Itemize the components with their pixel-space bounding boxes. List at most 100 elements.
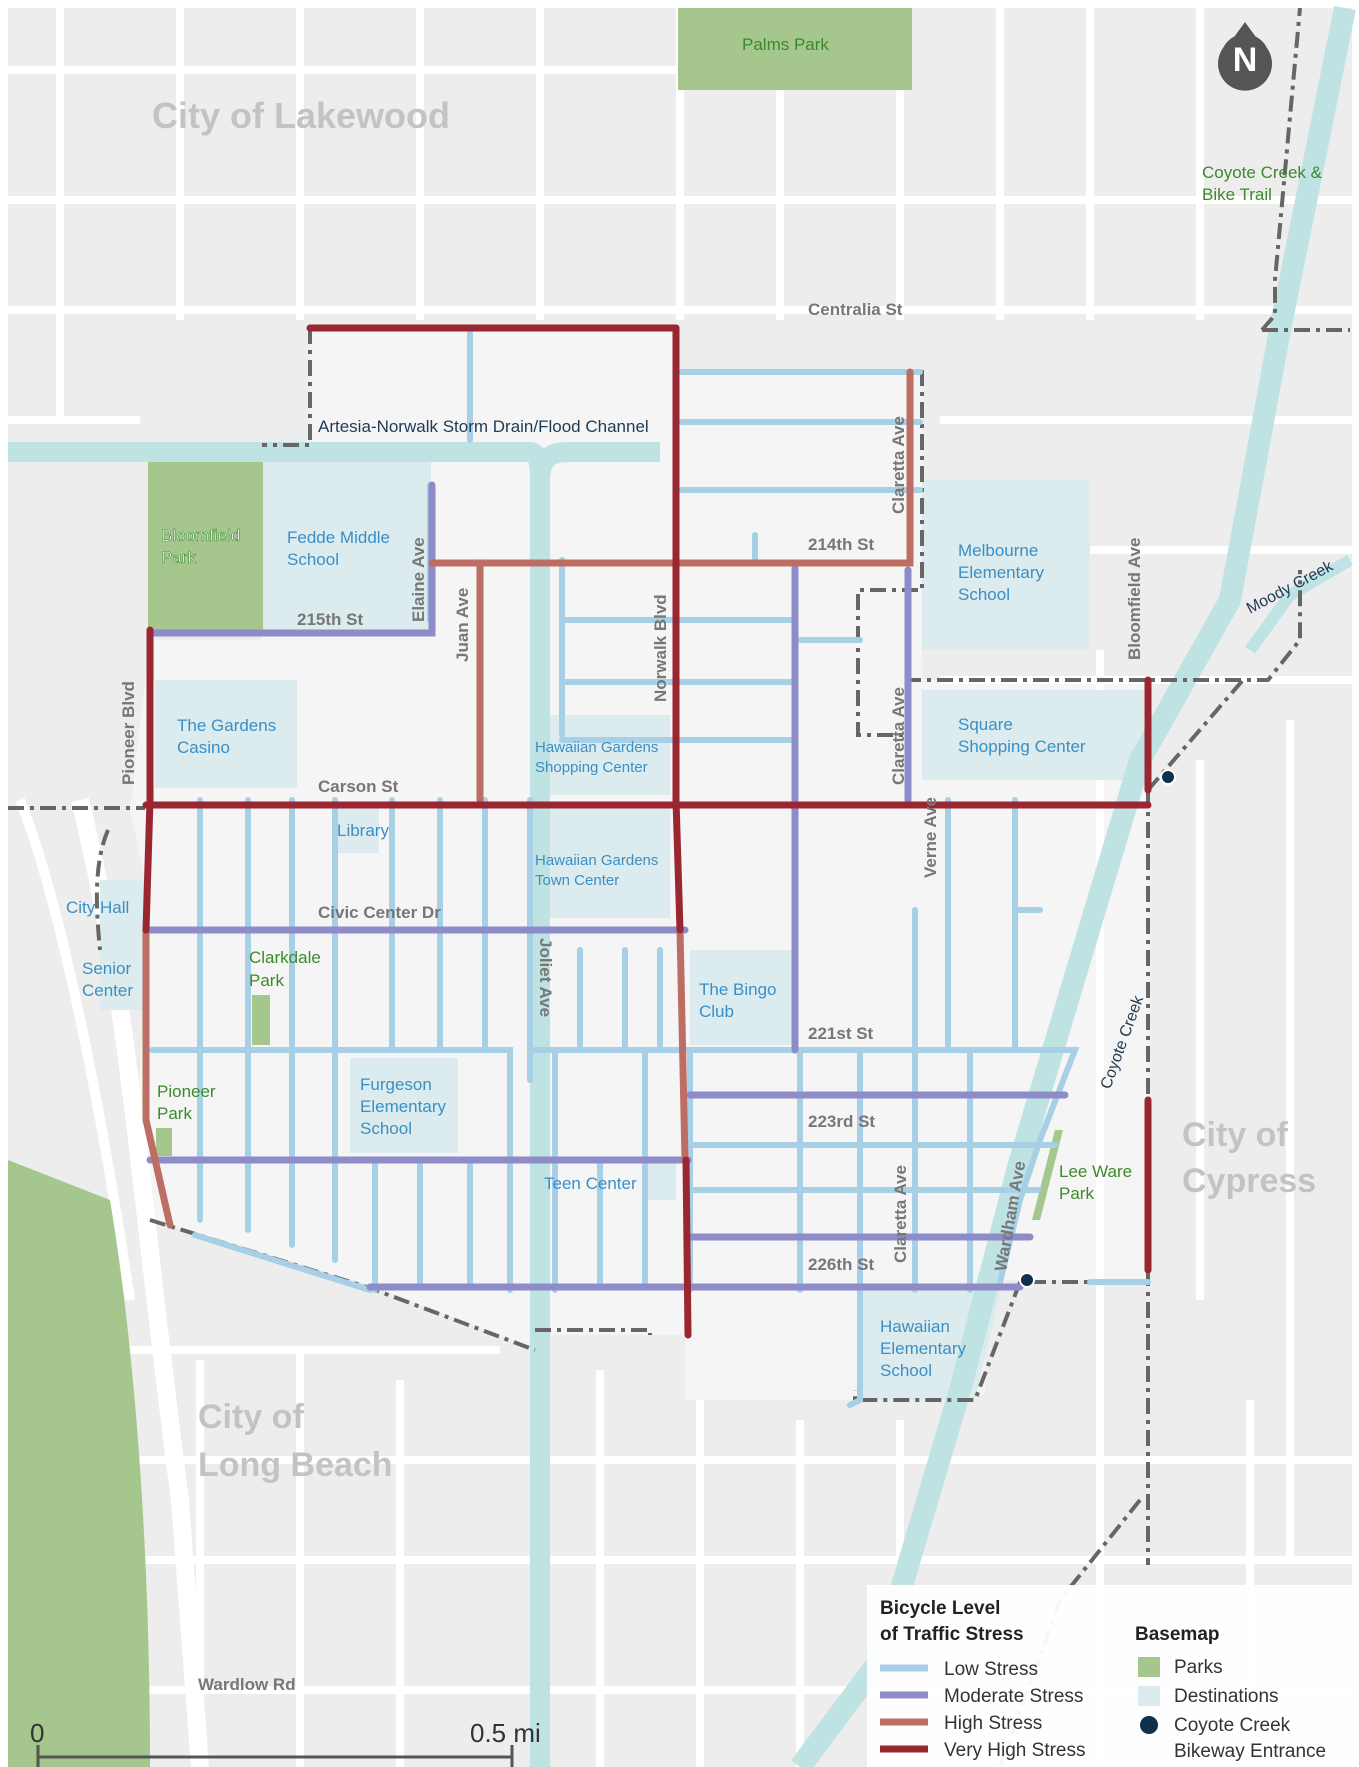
street-label-claretta-mid: Claretta Ave [889, 687, 908, 785]
lee-ware-park-label-1: Lee Ware [1059, 1162, 1132, 1181]
moderate-stress-routes [144, 481, 1069, 1291]
pioneer-park-label-2: Park [157, 1104, 192, 1123]
fedde-label-2: School [287, 550, 339, 569]
clarkdale-park [252, 995, 270, 1045]
square-label-1: Square [958, 715, 1013, 734]
bikeway-entrance-south [1019, 1272, 1035, 1288]
library-label: Library [337, 821, 389, 840]
teen-center-label: Teen Center [544, 1174, 637, 1193]
furgeson-label-1: Furgeson [360, 1075, 432, 1094]
city-label-cypress-1: City of [1182, 1116, 1288, 1154]
pioneer-park [156, 1128, 172, 1156]
hg-town-label-2: Town Center [535, 872, 619, 889]
high-stress-routes [142, 368, 914, 1229]
legend-basemap-title: Basemap [1135, 1624, 1220, 1645]
street-label-verne: Verne Ave [921, 797, 940, 878]
pioneer-park-label-1: Pioneer [157, 1082, 216, 1101]
legend-label-entrance-2: Bikeway Entrance [1174, 1741, 1326, 1762]
legend-label-parks: Parks [1174, 1657, 1223, 1678]
city-label-lakewood: City of Lakewood [152, 95, 450, 136]
palms-park [678, 8, 912, 90]
lee-ware-park [1032, 1130, 1063, 1220]
city-label-long-beach-1: City of [198, 1398, 304, 1436]
bikeway-entrance-north [1160, 769, 1176, 785]
legend-label-low: Low Stress [944, 1659, 1038, 1680]
coyote-trail-label-1: Coyote Creek & [1202, 163, 1323, 182]
legend-background [867, 1585, 1352, 1767]
street-label-joliet: Joliet Ave [536, 938, 555, 1017]
storm-drain-channel [8, 441, 660, 1767]
legend-swatch-entrance [1140, 1716, 1158, 1734]
street-label-214th: 214th St [808, 535, 874, 554]
destinations [100, 460, 1144, 1400]
senior-center-label-2: Center [82, 981, 133, 1000]
bloomfield-park-label-2: Park [161, 548, 196, 567]
vertical-street-labels: Pioneer Blvd Elaine Ave Juan Ave Norwalk… [119, 416, 1144, 1273]
legend-label-entrance-1: Coyote Creek [1174, 1715, 1291, 1736]
legend-title-1: Bicycle Level [880, 1598, 1000, 1619]
bingo-label-1: The Bingo [699, 980, 777, 999]
coyote-creek-channel [791, 5, 1356, 1767]
street-label-norwalk: Norwalk Blvd [651, 594, 670, 702]
senior-center-label-1: Senior [82, 959, 131, 978]
hg-elem-label-3: School [880, 1361, 932, 1380]
street-label-claretta-north: Claretta Ave [889, 416, 908, 514]
palms-park-label: Palms Park [742, 35, 829, 54]
basemap-streets [8, 8, 1352, 1767]
scale-end-label: 0.5 mi [470, 1718, 541, 1748]
hg-elem-label-1: Hawaiian [880, 1317, 950, 1336]
city-labels: City of Lakewood City of Cypress City of… [152, 95, 1316, 1484]
park-labels: Palms Park Coyote Creek & Bike Trail Blo… [157, 35, 1323, 1203]
hg-elem-label-2: Elementary [880, 1339, 966, 1358]
north-arrow-label: N [1233, 41, 1258, 79]
street-label-223rd: 223rd St [808, 1112, 875, 1131]
legend-title-2: of Traffic Stress [880, 1624, 1024, 1645]
gardens-casino-label-2: Casino [177, 738, 230, 757]
north-arrow: N [1218, 22, 1273, 91]
legend-label-high: High Stress [944, 1713, 1042, 1734]
hg-shopping-label-2: Shopping Center [535, 759, 648, 776]
street-label-carson: Carson St [318, 777, 399, 796]
square-label-2: Shopping Center [958, 737, 1086, 756]
gardens-casino-label-1: The Gardens [177, 716, 276, 735]
destination-labels: Fedde Middle School Melbourne Elementary… [66, 528, 1086, 1380]
legend-label-very-high: Very High Stress [944, 1740, 1086, 1761]
street-label-226th: 226th St [808, 1255, 874, 1274]
melbourne-label-3: School [958, 585, 1010, 604]
street-labels: Centralia St 214th St 215th St Carson St… [198, 300, 903, 1694]
street-label-wardlow: Wardlow Rd [198, 1675, 296, 1694]
scale-bar: 0 0.5 mi [30, 1718, 541, 1767]
bloomfield-park-label-1: Bloomfield [161, 526, 240, 545]
city-hall-label: City Hall [66, 898, 129, 917]
clarkdale-park-label-1: Clarkdale [249, 948, 321, 967]
clarkdale-park-label-2: Park [249, 971, 284, 990]
legend-swatch-parks [1138, 1657, 1160, 1677]
melbourne-label-1: Melbourne [958, 541, 1038, 560]
melbourne-label-2: Elementary [958, 563, 1044, 582]
bloomfield-park [148, 445, 263, 631]
bingo-label-2: Club [699, 1002, 734, 1021]
street-label-civic-center: Civic Center Dr [318, 903, 441, 922]
furgeson-label-2: Elementary [360, 1097, 446, 1116]
very-high-stress-routes [142, 324, 1152, 1339]
street-label-juan: Juan Ave [453, 588, 472, 662]
moody-creek-channel [1245, 554, 1354, 654]
street-label-bloomfield: Bloomfield Ave [1125, 538, 1144, 660]
fedde-label-1: Fedde Middle [287, 528, 390, 547]
west-park [8, 1160, 150, 1767]
street-label-claretta-south: Claretta Ave [891, 1165, 910, 1263]
street-label-221st: 221st St [808, 1024, 874, 1043]
legend-swatch-destinations [1138, 1686, 1160, 1706]
channel-label: Artesia-Norwalk Storm Drain/Flood Channe… [318, 417, 649, 436]
legend: Bicycle Level of Traffic Stress Low Stre… [867, 1585, 1352, 1767]
street-label-pioneer: Pioneer Blvd [119, 681, 138, 785]
legend-label-moderate: Moderate Stress [944, 1686, 1083, 1707]
lee-ware-park-label-2: Park [1059, 1184, 1094, 1203]
furgeson-label-3: School [360, 1119, 412, 1138]
coyote-trail-label-2: Bike Trail [1202, 185, 1272, 204]
scale-start-label: 0 [30, 1718, 44, 1748]
street-label-215th: 215th St [297, 610, 363, 629]
city-label-cypress-2: Cypress [1182, 1162, 1316, 1200]
hg-shopping-label-1: Hawaiian Gardens [535, 739, 658, 756]
